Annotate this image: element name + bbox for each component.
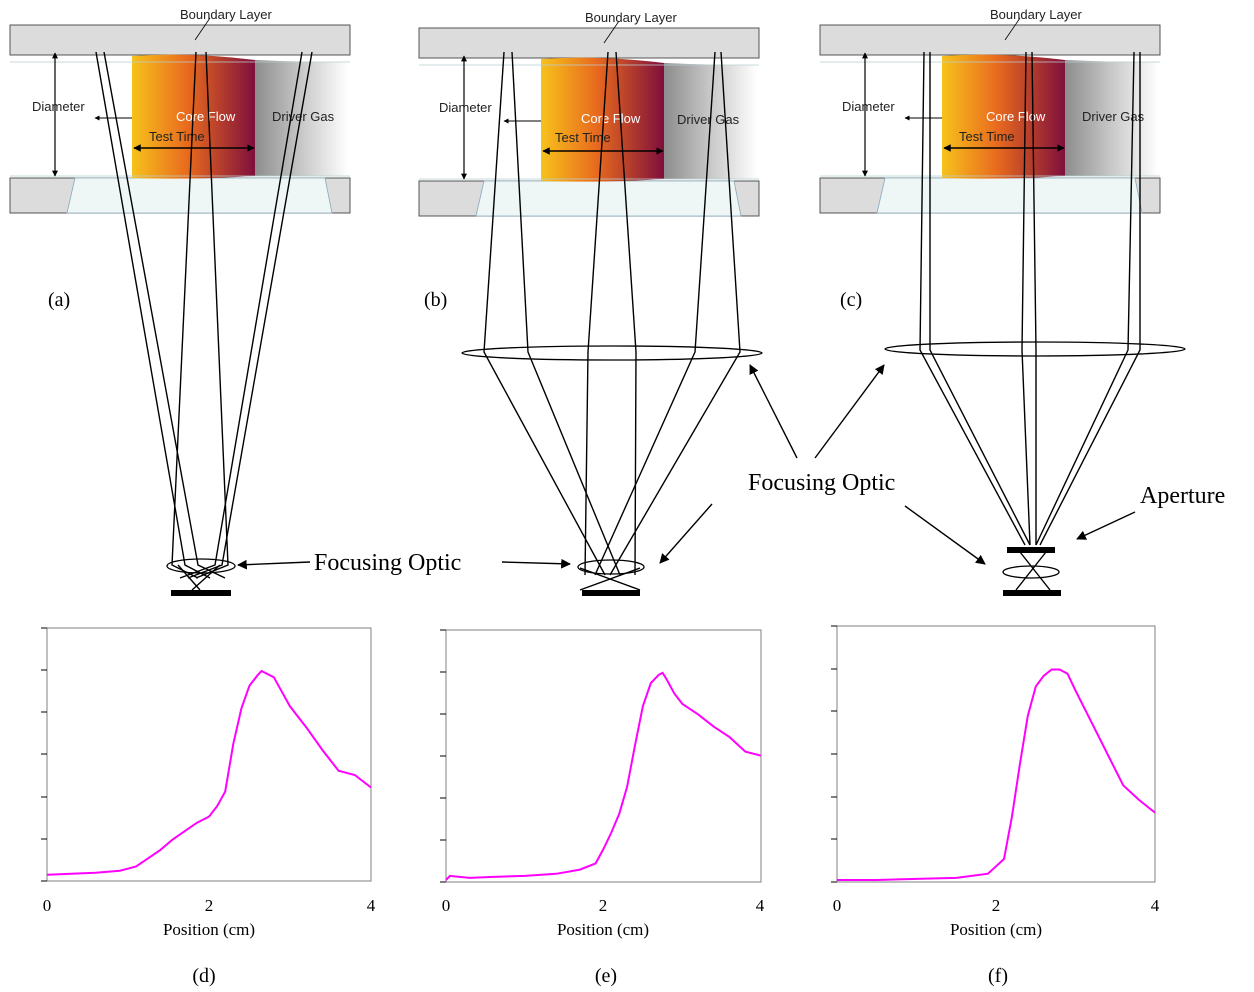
driver-gas-label: Driver Gas [1082, 109, 1145, 124]
x-tick-label: 4 [367, 896, 376, 915]
focusing-lens-c-large [884, 341, 1186, 357]
panel-label-c: (c) [840, 289, 862, 311]
y-tick-marks [41, 627, 47, 882]
panel-label-e: (e) [595, 965, 617, 987]
tube-schematic-c: Boundary Layer Diameter Core Flow Test T… [820, 7, 1160, 213]
focusing-lens-b-large [461, 345, 763, 361]
x-axis-label: Position (cm) [950, 920, 1042, 939]
x-tick-label: 0 [833, 896, 842, 915]
x-tick-label: 2 [205, 896, 214, 915]
driver-gas-label: Driver Gas [677, 112, 740, 127]
boundary-layer-label: Boundary Layer [585, 10, 677, 25]
ray-paths-b [483, 51, 741, 591]
x-tick-label: 2 [992, 896, 1001, 915]
arrow-focusing-optic-large-c [814, 364, 885, 459]
panel-label-f: (f) [988, 965, 1008, 987]
x-tick-label: 4 [756, 896, 765, 915]
focusing-lens-c-small [1002, 565, 1060, 579]
tube-schematic-b: Boundary Layer Diameter Core Flow Test T… [419, 10, 759, 216]
x-tick-label: 0 [43, 896, 52, 915]
chart-e: 0 2 4 Position (cm) (e) [440, 629, 765, 987]
x-tick-label: 0 [442, 896, 451, 915]
x-tick-label: 2 [599, 896, 608, 915]
aperture-c [1007, 547, 1055, 553]
aperture-label: Aperture [1140, 483, 1225, 509]
chart-f: 0 2 4 Position (cm) (f) [831, 625, 1160, 987]
plot-frame [445, 629, 762, 883]
core-flow-label: Core Flow [581, 111, 641, 126]
arrow-aperture [1076, 511, 1136, 540]
arrow-focusing-optic-a-to-b [501, 558, 571, 569]
detector-c [1003, 590, 1061, 596]
boundary-layer-label: Boundary Layer [180, 7, 272, 22]
detector-b [582, 590, 640, 596]
ray-paths-a [95, 51, 313, 591]
core-flow-label: Core Flow [986, 109, 1046, 124]
detector-a [171, 590, 231, 596]
diameter-label: Diameter [439, 100, 492, 115]
panel-label-b: (b) [424, 289, 447, 311]
core-flow-label: Core Flow [176, 109, 236, 124]
chart-d: 0 2 4 Position (cm) (d) [41, 627, 376, 987]
focusing-lens-b-small [577, 559, 645, 575]
focusing-optic-label-bc: Focusing Optic [748, 470, 895, 496]
test-time-label: Test Time [149, 129, 205, 144]
x-tick-label: 4 [1151, 896, 1160, 915]
arrow-focusing-optic-a [237, 559, 311, 570]
driver-gas-label: Driver Gas [272, 109, 335, 124]
plot-frame [46, 627, 372, 882]
arrow-focusing-optic-large-b [749, 364, 798, 459]
panel-label-d: (d) [192, 965, 215, 987]
tube-schematic-a: Boundary Layer Diameter Core Flow Test T… [10, 7, 350, 213]
plot-frame [836, 625, 1156, 883]
y-tick-marks [440, 629, 446, 883]
y-tick-marks [831, 625, 837, 883]
arrow-focusing-optic-small-c [904, 505, 986, 565]
series-line [46, 669, 372, 876]
x-axis-label: Position (cm) [557, 920, 649, 939]
arrow-focusing-optic-small-b [659, 503, 713, 564]
x-axis-label: Position (cm) [163, 920, 255, 939]
test-time-label: Test Time [959, 129, 1015, 144]
diameter-label: Diameter [32, 99, 85, 114]
series-line [837, 668, 1156, 881]
diameter-label: Diameter [842, 99, 895, 114]
boundary-layer-label: Boundary Layer [990, 7, 1082, 22]
focusing-optic-label-a: Focusing Optic [314, 550, 461, 576]
ray-paths-c [919, 51, 1141, 591]
series-line [445, 671, 762, 881]
test-time-label: Test Time [555, 130, 611, 145]
focusing-lens-a [166, 558, 236, 574]
panel-label-a: (a) [48, 289, 70, 311]
